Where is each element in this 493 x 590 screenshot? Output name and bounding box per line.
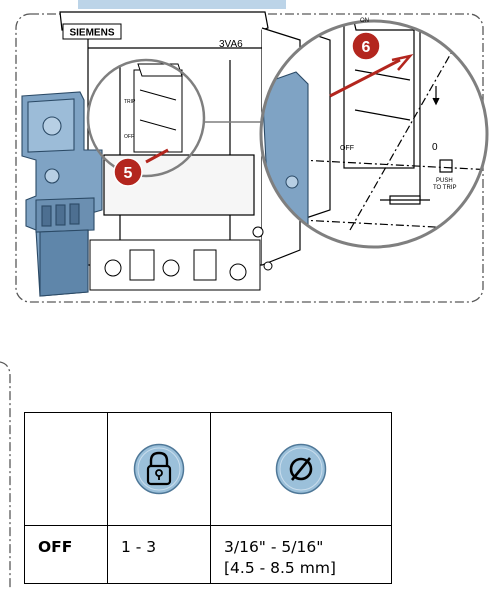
small-trip-label: TRIP [124,99,136,105]
zoom-push-label-2: TO TRIP [433,185,456,191]
header-cell-diameter [210,412,392,526]
size-inches: 3/16" - 5/16" [224,538,324,556]
size-value: 3/16" - 5/16" [4.5 - 8.5 mm] [211,526,391,579]
locking-bracket [21,91,103,297]
cell-position: OFF [24,525,108,584]
header-cell-empty [24,412,108,526]
callout-5: 5 [113,148,169,187]
model-label: 3VA6 [219,39,243,50]
zoom-push-label-1: PUSH [436,178,453,184]
left-dashed-bracket [0,361,11,590]
padlock-icon [133,443,185,495]
header-cell-padlock [107,412,211,526]
position-value: OFF [38,538,73,556]
size-mm: [4.5 - 8.5 mm] [224,559,336,577]
table-header-row [24,412,392,526]
breaker-illustration: SIEMENS 3VA6 TRIP OFF [15,0,489,303]
cell-size: 3/16" - 5/16" [4.5 - 8.5 mm] [210,525,392,584]
table-row: OFF 1 - 3 3/16" - 5/16" [4.5 - 8.5 mm] [24,525,392,584]
callout-6: 6 [329,31,414,98]
big-zoom-circle: ON OFF 0 PUSH TO TRIP [259,18,489,249]
top-blue-strip [78,0,286,9]
padlock-spec-table: OFF 1 - 3 3/16" - 5/16" [4.5 - 8.5 mm] [24,412,392,584]
zoom-off-label: OFF [340,145,354,152]
brand-plate: SIEMENS [62,23,122,40]
small-off-label: OFF [124,134,134,140]
quantity-value: 1 - 3 [121,538,157,556]
small-lever-window [133,63,183,153]
callout-6-label: 6 [362,39,371,56]
terminal-row [89,239,261,291]
cell-quantity: 1 - 3 [107,525,211,584]
zoom-zero-label: 0 [432,142,438,153]
diameter-icon [275,443,327,495]
zoom-on-label: ON [360,18,369,24]
callout-5-label: 5 [124,165,133,182]
brand-label: SIEMENS [69,28,114,39]
small-zoom-circle [86,58,206,178]
